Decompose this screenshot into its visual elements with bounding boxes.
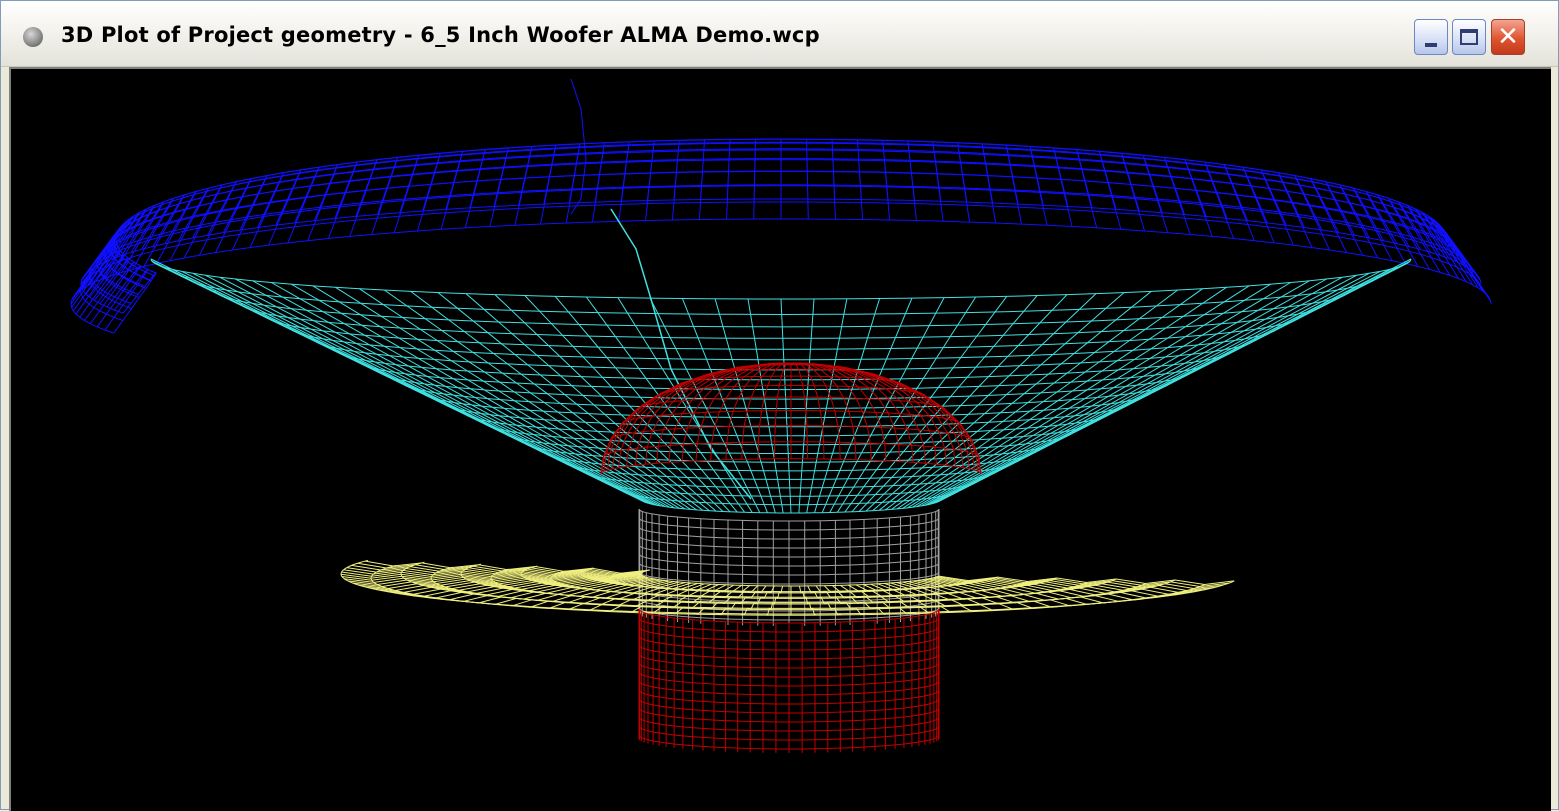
voice-coil-former-mesh: [638, 508, 940, 626]
dust-cap-mesh: [600, 362, 982, 475]
maximize-button[interactable]: [1452, 19, 1486, 55]
surround-mesh: [70, 78, 1492, 334]
plot-viewport[interactable]: [9, 67, 1551, 811]
spider-mesh: [340, 559, 1235, 616]
window-title: 3D Plot of Project geometry - 6_5 Inch W…: [61, 23, 820, 47]
close-icon: ✕: [1497, 22, 1519, 52]
title-bar[interactable]: 3D Plot of Project geometry - 6_5 Inch W…: [1, 1, 1558, 67]
minimize-button[interactable]: [1414, 19, 1448, 55]
3d-plot-canvas[interactable]: [11, 69, 1551, 811]
cone-mesh: [150, 208, 1412, 514]
minimize-icon: [1425, 43, 1437, 47]
voice-coil-mesh: [638, 608, 940, 753]
app-icon[interactable]: [23, 27, 43, 47]
maximize-icon: [1460, 29, 1478, 45]
close-button[interactable]: ✕: [1491, 19, 1525, 55]
